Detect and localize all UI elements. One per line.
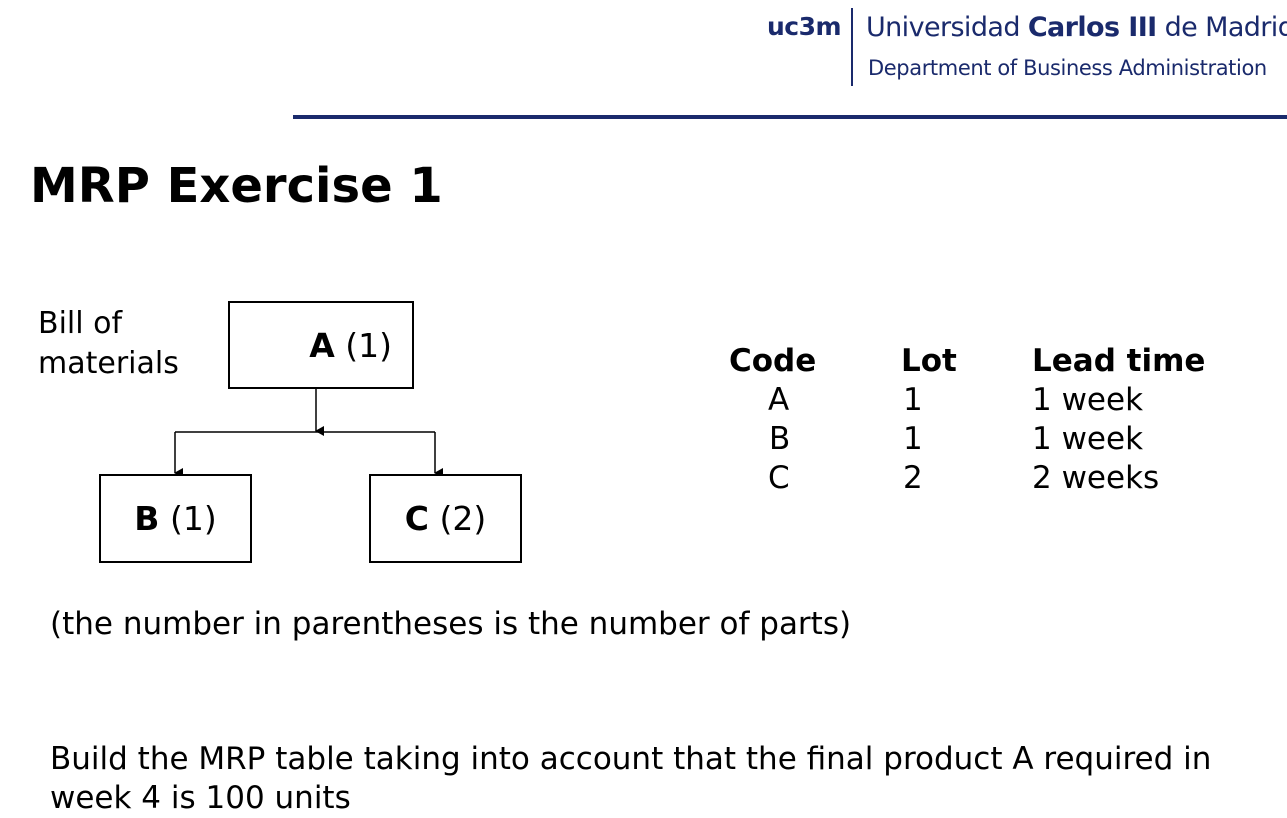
slide-title: MRP Exercise 1 (30, 158, 443, 214)
bom-node-b-code: B (134, 499, 160, 538)
table-cell-lot: 2 (903, 460, 923, 496)
table-cell-lead-time: 2 weeks (1032, 460, 1160, 496)
bom-label: Bill of materials (38, 304, 179, 384)
table-cell-lot: 1 (903, 421, 923, 457)
table-cell-lead-time: 1 week (1032, 382, 1144, 418)
table-cell-code: B (769, 421, 791, 457)
table-cell-code: C (768, 460, 790, 496)
logo-separator (851, 8, 853, 86)
bom-label-line2: materials (38, 346, 179, 381)
university-name-bold: Carlos III (1027, 12, 1157, 43)
table-header-lead-time: Lead time (1032, 343, 1206, 379)
bom-node-c-qty: (2) (439, 499, 487, 538)
table-header-code: Code (729, 343, 817, 379)
table-header-lot: Lot (901, 343, 957, 379)
header-divider (293, 115, 1287, 119)
bom-node-b: B (1) (99, 474, 252, 563)
table-cell-lead-time: 1 week (1032, 421, 1144, 457)
university-name: Universidad Carlos III de Madrid (866, 12, 1287, 43)
table-cell-code: A (768, 382, 790, 418)
university-name-prefix: Universidad (866, 12, 1028, 43)
parts-note: (the number in parentheses is the number… (50, 606, 852, 642)
uc3m-logo: uc3m (767, 12, 842, 41)
table-cell-lot: 1 (903, 382, 923, 418)
task-instruction: Build the MRP table taking into account … (50, 741, 1212, 816)
bom-node-a: A (1) (228, 301, 414, 389)
bom-label-line1: Bill of (38, 306, 123, 341)
bom-node-b-qty: (1) (169, 499, 217, 538)
bom-node-c-code: C (404, 499, 429, 538)
bom-node-a-code: A (309, 325, 335, 365)
department-name: Department of Business Administration (868, 56, 1267, 80)
bom-node-a-qty: (1) (345, 325, 392, 365)
bom-node-c: C (2) (369, 474, 522, 563)
university-name-suffix: de Madrid (1156, 12, 1287, 43)
